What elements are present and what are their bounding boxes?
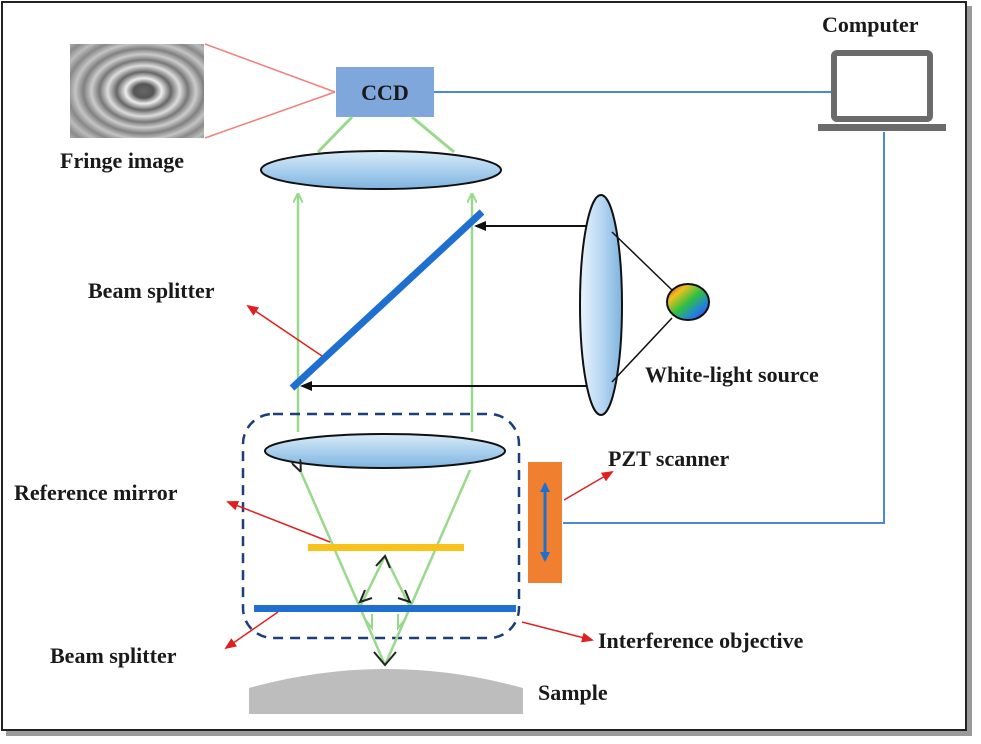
interference-objective-pointer [521,621,594,643]
laptop-icon [818,50,946,131]
tube-lens [260,150,502,190]
beam-arrow-b [397,614,407,631]
objective-lens [264,433,506,469]
ccd-label: CCD [361,80,409,105]
source-cone-top [611,231,673,291]
fringe-connector-bottom [204,91,336,139]
pzt-scanner-pointer [563,470,614,501]
ref-arrow-up [375,554,391,569]
ref-arrow-left [358,589,373,604]
ref-arrow-right [397,589,412,604]
beam-splitter-top [289,209,485,391]
fringe-image [70,44,204,138]
ccd-beam-left [316,115,354,154]
white-light-source-bulb [666,283,710,321]
pzt-scanner-label: PZT scanner [608,446,729,471]
beam-splitter-top-label: Beam splitter [88,278,215,303]
beam-splitter-bottom [254,605,516,612]
sample-label: Sample [538,680,608,705]
white-light-source-label: White-light source [645,362,819,387]
objective-beam-right [383,469,472,666]
sample [249,669,523,714]
ccd-beam-right [411,115,455,154]
computer-label: Computer [822,12,919,37]
collimating-lens [579,194,623,416]
interference-objective-box [241,412,521,640]
objective-beam-left [298,469,387,666]
beam-splitter-bottom-pointer [224,611,279,650]
fringe-image-label: Fringe image [60,148,184,173]
beam-arrow-a [363,614,373,631]
interference-objective-label: Interference objective [598,628,804,653]
fringe-connector-top [204,43,336,93]
computer-pzt-cable [563,132,885,524]
ccd-box [336,67,434,117]
ref-beam-left [358,555,387,608]
sample-arrow-down [373,651,397,667]
reference-mirror-pointer [226,500,331,543]
source-cone-bottom [611,317,673,383]
reference-mirror [308,544,464,551]
beam-splitter-bottom-label: Beam splitter [50,643,177,668]
beam-splitter-top-pointer [246,304,323,357]
reference-mirror-label: Reference mirror [14,480,178,505]
